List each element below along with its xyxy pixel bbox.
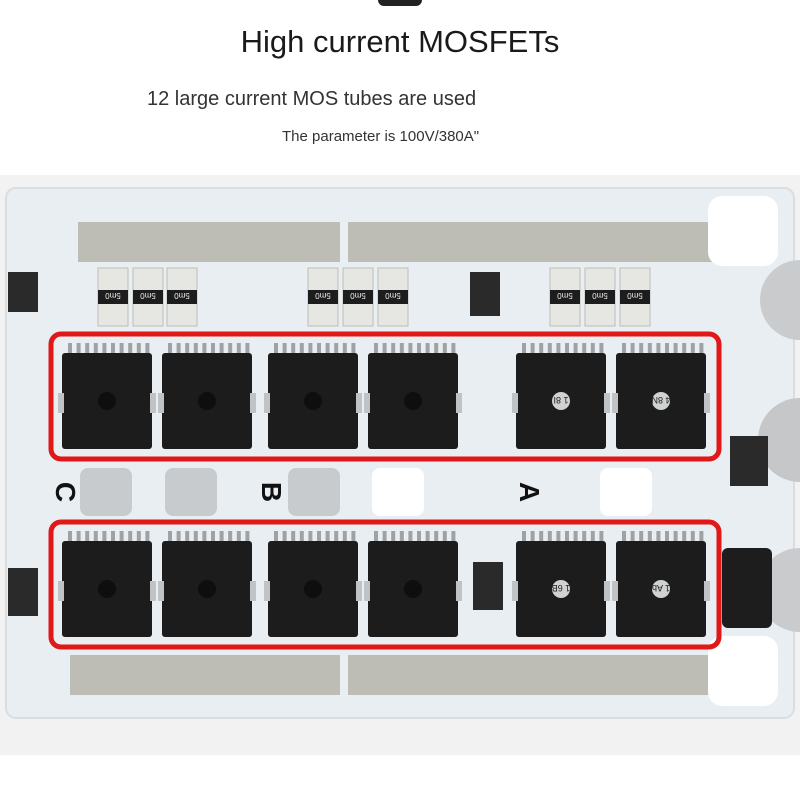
resistor-marking: 5m0 [315,291,331,300]
mosfet-package [512,343,610,449]
mosfet-package [612,343,710,449]
phase-label-c: C [50,482,81,502]
mosfet-package [158,343,256,449]
page-title: High current MOSFETs [240,24,560,59]
bottom-bus-bar-right [348,655,714,695]
resistor-marking: 5m0 [592,291,608,300]
mosfet-array: 1 8I 4 8N 1 6B 1 Ab [58,343,710,637]
middle-pads [80,468,652,516]
shunt-resistor: 5m0 [377,267,409,327]
mosfet-package [264,531,362,637]
top-bus-bar-left [78,222,340,262]
phase-label-a: A [514,482,545,502]
chip-marking: 1 6B [552,583,571,593]
resistor-marking: 5m0 [140,291,156,300]
shunt-resistor: 5m0 [342,267,374,327]
shunt-resistors: 5m0 5m0 5m0 5m0 5m0 5m0 5m0 5m0 5m0 [97,267,651,327]
subtitle-text: 12 large current MOS tubes are used [147,88,477,110]
chip-marking: 1 8I [553,395,568,405]
chip-marking: 1 Ab [652,583,670,593]
shunt-resistor: 5m0 [619,267,651,327]
mosfet-package [364,343,462,449]
mosfet-package [58,531,156,637]
connector-pad-top [708,196,778,266]
terminal-screw-1 [760,260,800,340]
resistor-marking: 5m0 [350,291,366,300]
shunt-resistor: 5m0 [97,267,129,327]
resistor-marking: 5m0 [174,291,190,300]
resistor-marking: 5m0 [627,291,643,300]
mosfet-package [612,531,710,637]
mosfet-package [158,531,256,637]
shunt-resistor: 5m0 [166,267,198,327]
resistor-marking: 5m0 [105,291,121,300]
highlight-box-bottom-row [48,519,722,650]
parameter-text: The parameter is 100V/380A" [282,128,480,145]
shunt-resistor: 5m0 [549,267,581,327]
bottom-bus-bar-left [70,655,340,695]
shunt-resistor: 5m0 [584,267,616,327]
highlight-box-top-row [48,331,722,462]
mosfet-package [364,531,462,637]
mosfet-package [512,531,610,637]
resistor-marking: 5m0 [385,291,401,300]
terminal-screw-2 [758,398,800,482]
shunt-resistor: 5m0 [307,267,339,327]
resistor-marking: 5m0 [557,291,573,300]
connector-pad-bottom [708,636,778,706]
top-bus-bar-right [348,222,714,262]
mosfet-package [58,343,156,449]
small-connectors [8,272,768,616]
mosfet-package [264,343,362,449]
shunt-resistor: 5m0 [132,267,164,327]
chip-marking: 4 8N [651,395,670,405]
right-component [722,548,772,628]
phase-label-b: B [256,482,287,502]
top-dark-tab [378,0,422,6]
